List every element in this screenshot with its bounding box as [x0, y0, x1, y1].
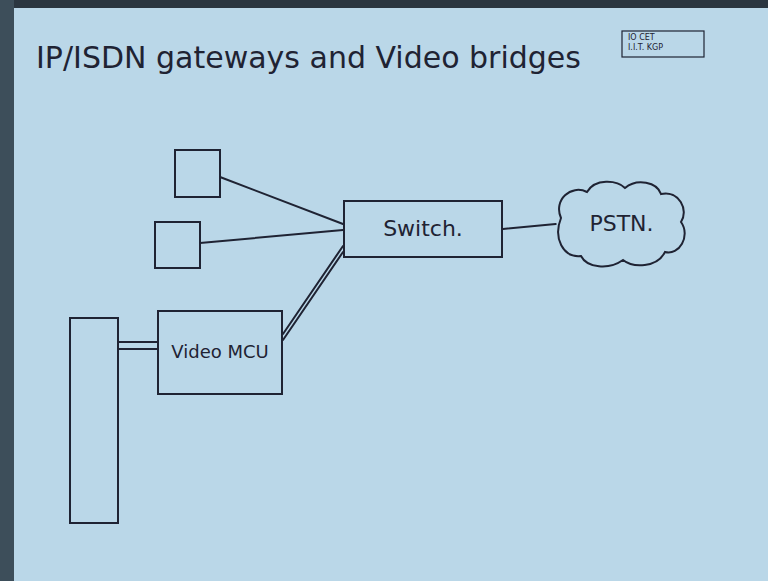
- node-label: PSTN.: [589, 211, 653, 236]
- node-label: Switch.: [383, 216, 463, 241]
- mcu-box: Video MCU: [157, 310, 283, 395]
- connector-line: [283, 246, 343, 340]
- connector-line: [503, 224, 556, 229]
- paper-ground: [14, 8, 768, 581]
- network-cloud: PSTN.: [553, 178, 690, 270]
- diagram-title: IP/ISDN gateways and Video bridges: [36, 40, 581, 75]
- switch-box: Switch.: [343, 200, 503, 258]
- stamp-text: I.I.T. KGP: [628, 44, 663, 52]
- node-label: Video MCU: [171, 342, 268, 363]
- stamp-text: IO CET: [628, 34, 655, 42]
